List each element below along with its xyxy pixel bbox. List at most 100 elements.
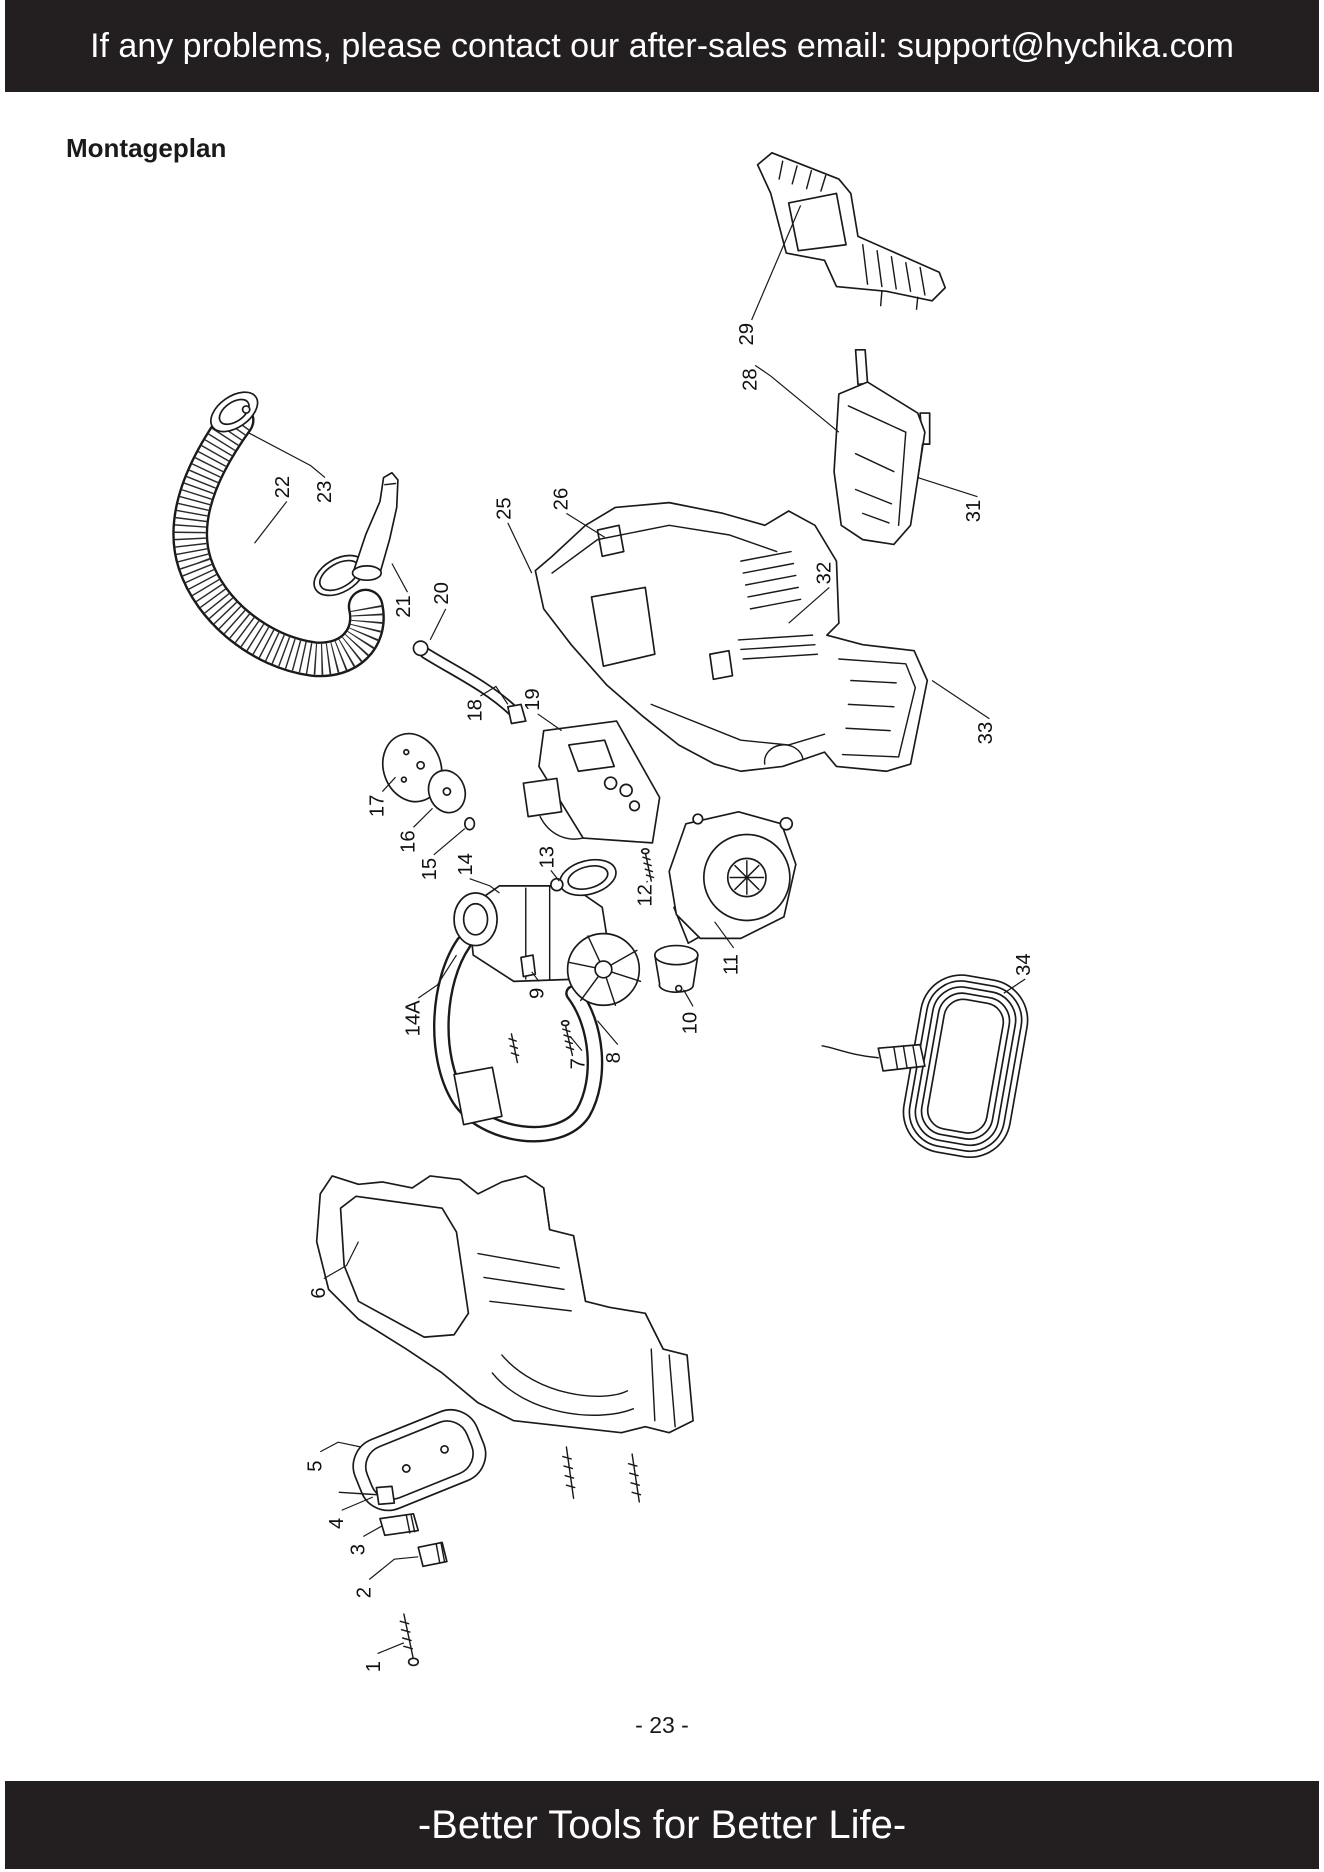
- slogan-text: -Better Tools for Better Life-: [418, 1803, 906, 1847]
- part-6-bottom-housing: [317, 1176, 693, 1433]
- part-1-screw-head: [409, 1658, 419, 1665]
- part-label-14a: 14A: [402, 1000, 424, 1037]
- leader-line-22: [255, 501, 287, 543]
- leader-line-12: [646, 881, 647, 882]
- part-5-hole: [403, 1465, 410, 1472]
- part-21-collar: [353, 566, 382, 580]
- part-label-20: 20: [431, 582, 453, 605]
- part-29-grill-cover: [758, 153, 946, 309]
- part-17-hole: [402, 777, 407, 782]
- leader-line-33: [932, 681, 989, 719]
- slogan-banner: -Better Tools for Better Life-: [5, 1781, 1319, 1869]
- part-label-11: 11: [720, 954, 742, 975]
- part-label-9: 9: [527, 988, 549, 999]
- part-label-16: 16: [398, 830, 420, 853]
- part-11-tab: [780, 818, 792, 830]
- part-10-hole: [676, 986, 682, 992]
- part-label-3: 3: [347, 1544, 369, 1555]
- part-label-26: 26: [551, 488, 573, 511]
- part-label-18: 18: [465, 699, 487, 722]
- part-21-cone: [354, 473, 398, 573]
- part-2-cap: [418, 1542, 447, 1566]
- part-label-8: 8: [603, 1052, 625, 1063]
- part-20-clip: [413, 641, 427, 655]
- part-14a-bracket: [454, 1067, 502, 1124]
- part-label-15: 15: [419, 858, 441, 881]
- part-17-hole: [417, 762, 424, 769]
- part-8-fan-hub: [595, 961, 612, 978]
- part-10-cup-rim: [655, 946, 698, 965]
- part-10-cup: [655, 946, 698, 993]
- part-22-hose-fill: [190, 420, 367, 659]
- part-19-button: [630, 801, 640, 811]
- part-11-blower-housing: [669, 812, 796, 943]
- part-22-coiled-hose: [190, 384, 367, 659]
- part-label-17: 17: [367, 795, 389, 818]
- part-14a-screw: [509, 1034, 519, 1063]
- part-25-vent-window: [591, 587, 654, 666]
- part-12-screw: [642, 849, 654, 881]
- leader-line-31: [918, 478, 978, 497]
- leader-line-16: [413, 808, 432, 827]
- part-12-screw-shaft: [643, 852, 654, 881]
- support-contact-text: If any problems, please contact our afte…: [90, 27, 1234, 65]
- part-label-31: 31: [963, 500, 985, 523]
- part-label-4: 4: [326, 1518, 348, 1529]
- part-label-10: 10: [680, 1012, 702, 1035]
- housing-screw: [629, 1454, 641, 1502]
- support-contact-banner: If any problems, please contact our afte…: [5, 0, 1319, 92]
- part-26-switch: [597, 525, 623, 556]
- part-label-12: 12: [634, 884, 656, 907]
- part-28-battery-box: [834, 350, 930, 545]
- part-3-adapter: [380, 1514, 418, 1535]
- housing-screw: [563, 1447, 575, 1498]
- part-19-connector: [523, 778, 561, 816]
- leader-line-15: [434, 829, 465, 855]
- part-label-7: 7: [567, 1058, 589, 1069]
- part-13-nut: [551, 879, 563, 891]
- part-19-control-panel: [523, 721, 659, 843]
- leader-line-10: [684, 990, 694, 1007]
- part-label-32: 32: [814, 562, 836, 585]
- part-11-tab: [693, 814, 703, 824]
- part-label-25: 25: [493, 497, 515, 520]
- part-34-plug: [878, 1045, 925, 1071]
- part-34-power-cord: [822, 969, 1034, 1164]
- part-28-prong: [856, 350, 868, 385]
- part-label-33: 33: [975, 722, 997, 745]
- leader-line-4: [342, 1497, 373, 1510]
- part-29-body: [758, 153, 946, 301]
- part-32-switch: [710, 651, 733, 680]
- leader-line-20: [430, 609, 446, 640]
- part-12-screw-head: [642, 849, 649, 854]
- part-11-star: [730, 861, 763, 894]
- part-label-21: 21: [393, 595, 415, 618]
- part-label-2: 2: [353, 1587, 375, 1598]
- leader-line-25: [508, 523, 532, 573]
- part-14-motor-head-inner: [464, 904, 488, 935]
- part-label-14: 14: [455, 853, 477, 876]
- page-title: Montageplan: [66, 133, 226, 164]
- part-19-button: [605, 777, 617, 789]
- leader-line-3: [363, 1526, 382, 1537]
- part-label-19: 19: [522, 688, 544, 711]
- part-19-button: [620, 784, 632, 796]
- leader-line-5: [320, 1442, 361, 1452]
- part-8-fan: [568, 934, 641, 1006]
- part-label-13: 13: [536, 846, 558, 869]
- part-label-23: 23: [314, 481, 336, 504]
- leader-line-29: [752, 205, 801, 320]
- leader-line-19: [538, 714, 562, 731]
- part-23-knob: [243, 406, 250, 413]
- part-34-wire: [822, 1046, 878, 1058]
- part-5-hole: [441, 1446, 448, 1453]
- part-label-6: 6: [308, 1287, 330, 1298]
- part-4-needle-head: [376, 1486, 394, 1504]
- part-1-screw-shaft: [400, 1614, 413, 1659]
- leader-line-1: [378, 1643, 404, 1654]
- leader-line-28: [755, 365, 839, 432]
- part-label-34: 34: [1013, 953, 1035, 976]
- part-17-hole: [404, 750, 409, 755]
